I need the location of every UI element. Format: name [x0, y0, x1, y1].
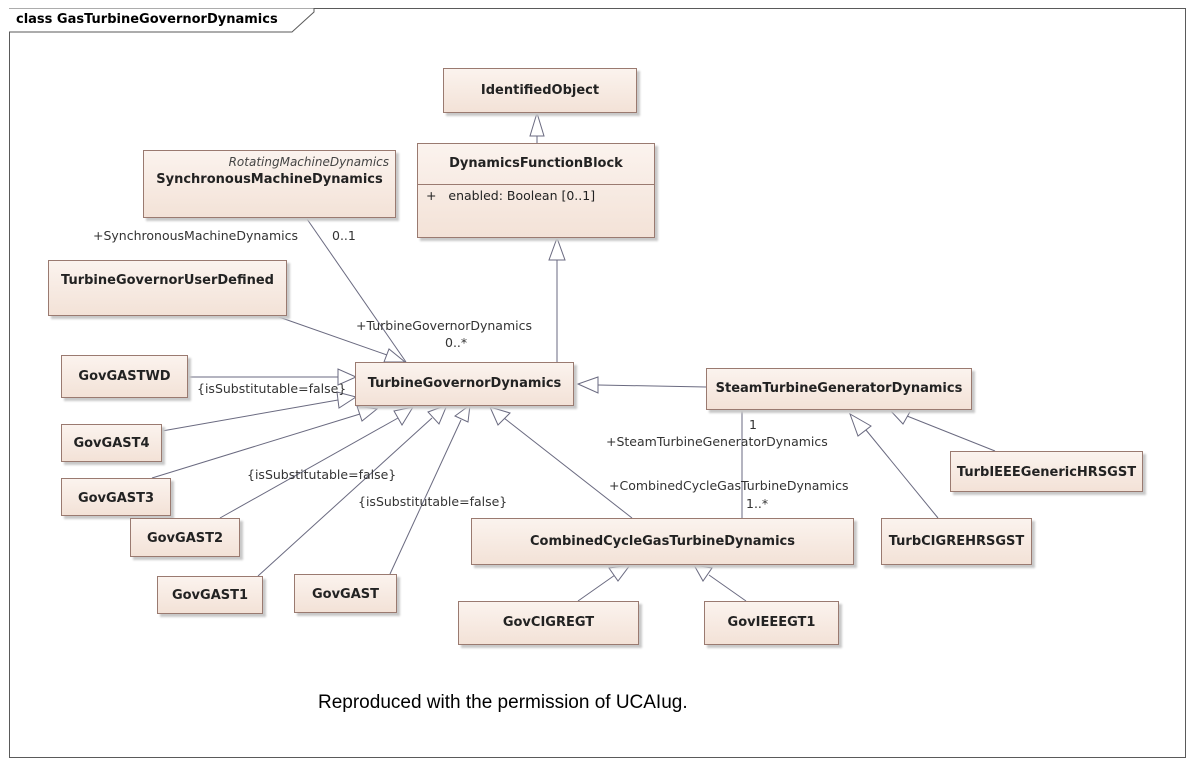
class-gov-cigregt[interactable]: GovCIGREGT [458, 601, 639, 645]
constraint-label-gast: {isSubstitutable=false} [358, 494, 508, 509]
diagram-frame [9, 8, 1186, 758]
class-name: GovGAST [311, 587, 380, 602]
assoc-sync-to-tgd [306, 218, 407, 363]
class-name: SteamTurbineGeneratorDynamics [715, 381, 963, 396]
class-stereotype: RotatingMachineDynamics [228, 155, 389, 169]
class-dynamics-function-block[interactable]: DynamicsFunctionBlock + enabled: Boolean… [417, 143, 655, 238]
edge-gast2-to-tgd [219, 417, 399, 519]
class-gov-gast4[interactable]: GovGAST4 [61, 424, 162, 462]
class-name: TurbineGovernorUserDefined [61, 273, 274, 288]
class-name: TurbineGovernorDynamics [367, 376, 562, 391]
class-name: GovGAST2 [146, 531, 224, 546]
class-attribute-enabled: + enabled: Boolean [0..1] [426, 188, 596, 203]
edge-ccgt-to-tgd [503, 417, 633, 519]
edge-gast1-to-tgd [257, 417, 433, 577]
edge-gast4-to-tgd [161, 399, 339, 432]
class-turbine-governor-user-defined[interactable]: TurbineGovernorUserDefined [48, 260, 287, 316]
diagram-title-tab [9, 8, 315, 33]
class-turbine-governor-dynamics[interactable]: TurbineGovernorDynamics [355, 362, 574, 406]
role-label-synchronous-machine-dynamics: +SynchronousMachineDynamics [93, 228, 299, 243]
class-name: GovGASTWD [78, 369, 171, 384]
multiplicity-label-ccgt: 1..* [746, 496, 769, 511]
class-name: TurbIEEEGenericHRSGST [956, 465, 1137, 480]
class-synchronous-machine-dynamics[interactable]: RotatingMachineDynamics SynchronousMachi… [143, 150, 396, 218]
class-name: GovGAST4 [73, 436, 150, 451]
class-name: GovCIGREGT [502, 615, 595, 630]
class-name: IdentifiedObject [480, 83, 600, 98]
constraint-label-gastwd: {isSubstitutable=false} [197, 381, 347, 396]
edge-gast3-to-tgd [151, 413, 361, 479]
permission-credit: Reproduced with the permission of UCAIug… [318, 692, 688, 713]
class-turb-cigre-hrsgst[interactable]: TurbCIGREHRSGST [881, 518, 1032, 565]
class-gov-ieeegt1[interactable]: GovIEEEGT1 [704, 601, 839, 645]
constraint-label-gast2: {isSubstitutable=false} [247, 467, 397, 482]
class-name: GovGAST3 [77, 491, 155, 506]
edge-userdefined-to-tgd [275, 315, 388, 356]
multiplicity-label-stgd: 1 [749, 417, 757, 432]
class-gov-gast2[interactable]: GovGAST2 [130, 518, 240, 557]
class-identified-object[interactable]: IdentifiedObject [443, 68, 637, 113]
class-name: SynchronousMachineDynamics [156, 172, 383, 187]
class-turb-ieee-generic-hrsgst[interactable]: TurbIEEEGenericHRSGST [950, 451, 1143, 492]
multiplicity-label-tgd: 0..* [445, 335, 468, 350]
class-name: GovGAST1 [171, 588, 249, 603]
edge-gast-to-tgd [389, 419, 462, 575]
class-name: CombinedCycleGasTurbineDynamics [529, 534, 795, 549]
role-label-combined-cycle-gas-turbine-dynamics: +CombinedCycleGasTurbineDynamics [609, 478, 849, 493]
class-combined-cycle-gas-turbine-dynamics[interactable]: CombinedCycleGasTurbineDynamics [471, 518, 854, 565]
edge-govieeegt1-to-ccgt [708, 574, 747, 602]
class-gov-gastwd[interactable]: GovGASTWD [61, 355, 188, 398]
edge-govcigregt-to-ccgt [577, 574, 616, 602]
class-name: GovIEEEGT1 [727, 615, 816, 630]
edge-stgd-to-tgd [597, 384, 707, 388]
class-gov-gast3[interactable]: GovGAST3 [61, 478, 171, 516]
class-name: TurbCIGREHRSGST [888, 534, 1025, 549]
diagram-title: class GasTurbineGovernorDynamics [16, 12, 278, 27]
class-gov-gast[interactable]: GovGAST [294, 574, 397, 613]
class-name: DynamicsFunctionBlock [449, 156, 623, 171]
role-label-steam-turbine-generator-dynamics: +SteamTurbineGeneratorDynamics [606, 434, 828, 449]
class-steam-turbine-generator-dynamics[interactable]: SteamTurbineGeneratorDynamics [706, 368, 972, 410]
class-gov-gast1[interactable]: GovGAST1 [157, 576, 263, 614]
role-label-turbine-governor-dynamics: +TurbineGovernorDynamics [356, 318, 532, 333]
edge-turbcigre-to-stgd [865, 429, 939, 519]
multiplicity-label-sync: 0..1 [332, 228, 356, 243]
class-compartment-divider [418, 184, 654, 185]
edge-turbieee-to-stgd [906, 415, 996, 452]
